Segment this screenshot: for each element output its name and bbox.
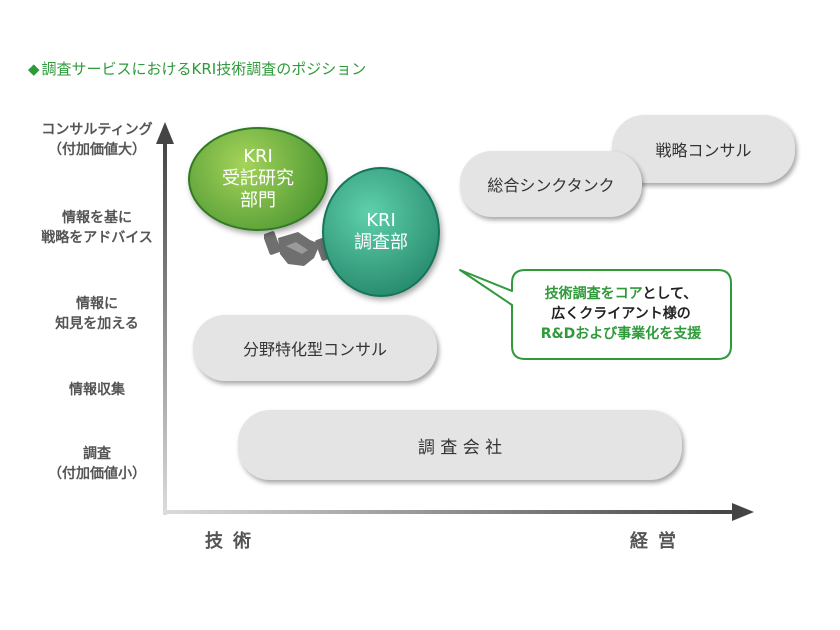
callout-line-1-rest: として、 xyxy=(642,286,698,302)
pill-specialized-consulting: 分野特化型コンサル xyxy=(193,315,437,381)
x-axis xyxy=(163,510,735,514)
circle-kri-survey-dept: KRI 調査部 xyxy=(322,167,440,297)
pill-think-tank: 総合シンクタンク xyxy=(460,151,642,217)
y-label-strategy-advice: 情報を基に 戦略をアドバイス xyxy=(41,210,153,246)
x-axis-arrowhead xyxy=(732,503,754,521)
callout-line-3: R&Dおよび事業化を支援 xyxy=(540,326,702,342)
diamond-bullet-icon: ◆ xyxy=(28,60,40,78)
page-title: ◆調査サービスにおけるKRI技術調査のポジション xyxy=(28,58,366,79)
y-label-survey: 調査 （付加価値小） xyxy=(48,446,146,482)
callout-highlight: 技術調査をコア xyxy=(544,286,643,302)
y-label-info-gathering: 情報収集 xyxy=(69,382,125,398)
callout-text: 技術調査をコアとして、 広くクライアント様の R&Dおよび事業化を支援 xyxy=(512,284,730,344)
callout-line-2: 広くクライアント様の xyxy=(551,306,691,322)
circle-kri-contract-research: KRI 受託研究 部門 xyxy=(188,127,328,231)
pill-research-company: 調 査 会 社 xyxy=(238,410,682,480)
y-axis xyxy=(163,140,167,515)
page-title-text: 調査サービスにおけるKRI技術調査のポジション xyxy=(41,60,367,78)
y-axis-arrowhead xyxy=(156,122,174,144)
y-label-add-insight: 情報に 知見を加える xyxy=(55,296,139,332)
pill-strategy-consulting: 戦略コンサル xyxy=(612,115,795,183)
y-label-consulting: コンサルティング （付加価値大） xyxy=(41,122,153,158)
x-label-management: 経営 xyxy=(630,531,686,552)
callout-line-1: 技術調査をコアとして、 xyxy=(512,284,730,304)
x-label-technology: 技術 xyxy=(205,531,261,552)
